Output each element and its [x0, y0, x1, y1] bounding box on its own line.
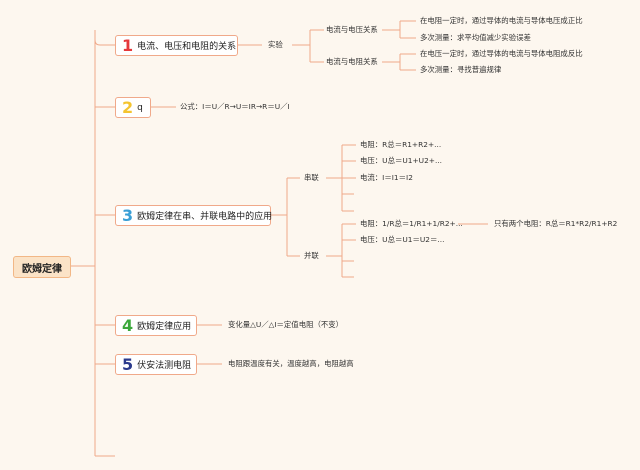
current-voltage-item-2: 多次测量：求平均值减少实验误差: [420, 33, 531, 42]
branch-number-3: 3: [122, 205, 134, 225]
current-resistance-item-1: 在电压一定时，通过导体的电流与导体电阻成反比: [420, 49, 583, 58]
branch-node-4[interactable]: 4 欧姆定律应用: [115, 315, 197, 336]
formula-text: 公式：I＝U／R→U＝IR→R＝U／I: [180, 102, 290, 111]
experiment-label: 实验: [268, 40, 283, 49]
branch-node-3[interactable]: 3 欧姆定律在串、并联电路中的应用: [115, 205, 272, 226]
parallel-label: 并联: [304, 251, 319, 260]
parallel-voltage: 电压：U总＝U1＝U2＝...: [360, 235, 445, 244]
branch-label-3: 欧姆定律在串、并联电路中的应用: [137, 212, 273, 222]
branch-node-5[interactable]: 5 伏安法测电阻: [115, 354, 197, 375]
series-current: 电流：I＝I1＝I2: [360, 173, 413, 182]
branch-label-1: 电流、电压和电阻的关系: [137, 42, 237, 52]
branch-label-4: 欧姆定律应用: [137, 322, 192, 332]
root-node[interactable]: 欧姆定律: [13, 256, 71, 278]
current-voltage-label: 电流与电压关系: [326, 25, 378, 34]
branch-number-5: 5: [122, 354, 134, 374]
current-resistance-item-2: 多次测量：寻找普遍规律: [420, 65, 502, 74]
temperature-note: 电阻跟温度有关，温度越高，电阻越高: [228, 359, 354, 368]
change-ratio-text: 变化量△U／△I＝定值电阻（不变）: [228, 320, 344, 329]
branch-number-1: 1: [122, 35, 134, 55]
parallel-resistance: 电阻：1/R总＝1/R1+1/R2+...: [360, 219, 463, 228]
current-resistance-label: 电流与电阻关系: [326, 57, 378, 66]
series-voltage: 电压：U总＝U1+U2+...: [360, 156, 443, 165]
series-resistance: 电阻：R总＝R1+R2+...: [360, 140, 442, 149]
two-resistor-note: 只有两个电阻：R总＝R1*R2/R1+R2: [494, 219, 618, 228]
branch-node-1[interactable]: 1 电流、电压和电阻的关系: [115, 35, 238, 56]
branch-label-2: q: [137, 102, 143, 113]
branch-number-4: 4: [122, 315, 134, 335]
branch-node-2[interactable]: 2 q: [115, 97, 151, 118]
series-label: 串联: [304, 173, 319, 182]
current-voltage-item-1: 在电阻一定时，通过导体的电流与导体电压成正比: [420, 16, 583, 25]
branch-label-5: 伏安法测电阻: [137, 361, 192, 371]
branch-number-2: 2: [122, 97, 134, 117]
